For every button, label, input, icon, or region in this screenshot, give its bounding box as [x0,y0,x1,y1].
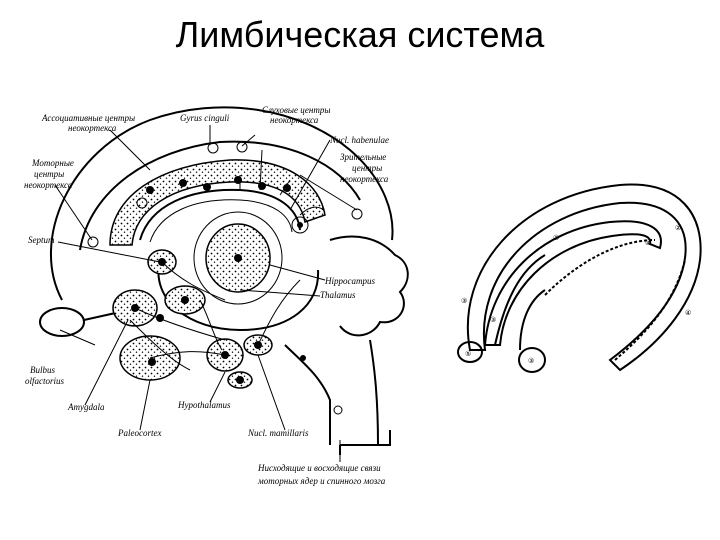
label-motor-3: неокортекса [24,180,73,190]
label-paleocortex: Paleocortex [117,428,161,438]
label-habenulae: Nucl. habenulae [329,135,389,145]
marker-3b: ③ [490,316,496,324]
middle-arc [485,221,661,345]
label-assoc-1: Ассоциативные центры [41,113,135,123]
inner-arc-toothed [545,240,655,295]
olfactory-bulb [40,308,84,336]
label-motor-2: центры [34,169,64,179]
label-bulbus-2: olfactorius [25,376,64,386]
outer-arc [468,185,701,370]
label-septum: Septum [28,235,55,245]
marker-1: ① [553,234,559,242]
label-hippocampus: Hippocampus [324,276,375,286]
label-bulbus-1: Bulbus [30,365,55,375]
label-hypothalamus: Hypothalamus [177,400,231,410]
label-gyrus-cinguli: Gyrus cinguli [180,113,230,123]
label-auditory-2: неокортекса [270,115,319,125]
label-amygdala: Amygdala [67,402,105,412]
label-thalamus: Thalamus [320,290,356,300]
label-assoc-2: неокортекса [68,123,117,133]
spinal-pathway-box [340,430,390,445]
label-mamillaris: Nucl. mamillaris [247,428,309,438]
limbic-arcs-schematic [458,185,701,372]
marker-4a: ④ [645,239,651,247]
label-visual-2: центры [352,163,382,173]
marker-4b: ④ [685,309,691,317]
label-auditory-1: Слуховые центры [262,105,330,115]
marker-5a: ⑤ [465,350,471,358]
label-visual-3: неокортекса [340,174,389,184]
marker-3a: ③ [461,297,467,305]
arc-4-toothed [615,260,685,360]
label-descending-2: моторных ядер и спинного мозга [257,476,386,486]
label-motor-1: Моторные [31,158,74,168]
label-descending-1: Нисходящие и восходящие связи [257,463,381,473]
marker-2: ② [675,224,681,232]
label-visual-1: Зрительные [340,152,386,162]
